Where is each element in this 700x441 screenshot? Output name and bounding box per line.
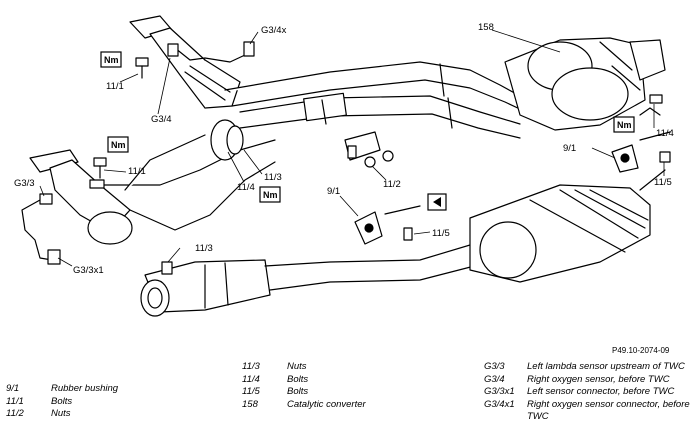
- legend-desc: Right oxygen sensor connector, before TW…: [527, 398, 690, 423]
- legend-desc: Bolts: [287, 386, 309, 397]
- legend-desc: Left lambda sensor upstream of TWC: [527, 361, 685, 372]
- legend-row: 9/1 Rubber bushing: [6, 383, 118, 396]
- legend-row: G3/3 Left lambda sensor upstream of TWC: [484, 361, 692, 374]
- callout-11-4-mid: 11/4: [237, 182, 255, 193]
- svg-text:Nm: Nm: [617, 120, 632, 130]
- rear-silencer: [469, 169, 666, 283]
- legend-row: G3/3x1 Left sensor connector, before TWC: [484, 386, 692, 399]
- legend-code: 9/1: [6, 383, 20, 394]
- legend-desc: Bolts: [287, 373, 309, 385]
- callout-g3-4x: G3/4x: [261, 25, 287, 36]
- legend-desc: Left sensor connector, before TWC: [527, 386, 675, 397]
- callout-11-1-top: 11/1: [106, 81, 124, 92]
- torque-boxes: Nm Nm Nm Nm: [100, 51, 635, 203]
- torque-box: Nm: [107, 136, 129, 153]
- callout-11-1-left: 11/1: [128, 166, 146, 177]
- legend-desc: Bolts: [51, 395, 73, 407]
- callout-11-3-mid: 11/3: [264, 172, 282, 183]
- legend-desc: Right oxygen sensor, before TWC: [527, 373, 670, 385]
- svg-text:Nm: Nm: [263, 190, 278, 200]
- callout-g3-3: G3/3: [14, 178, 35, 189]
- legend-row: 11/1 Bolts: [6, 396, 118, 409]
- legend-row: 11/3 Nuts: [242, 361, 366, 374]
- callout-9-1-mid: 9/1: [327, 186, 340, 197]
- upper-intermediate-pipes: [224, 61, 523, 139]
- legend-code: G3/4x1: [484, 398, 515, 410]
- exhaust-system-diagram: Nm Nm Nm Nm G3/4x 158 11/1 G3/4 11/4 9/1…: [14, 15, 674, 317]
- leader-lines: [39, 29, 665, 267]
- torque-box: Nm: [259, 186, 281, 203]
- callout-11-3-low: 11/3: [195, 243, 213, 254]
- figure-reference: P49.10-2074-09: [612, 346, 670, 355]
- legend-code: 158: [242, 398, 258, 410]
- legend-code: 11/4: [242, 373, 260, 385]
- callout-11-5-mid: 11/5: [432, 228, 450, 239]
- legend-column-3: G3/3 Left lambda sensor upstream of TWC …: [484, 361, 692, 424]
- legend-code: G3/3: [484, 361, 505, 372]
- callout-labels: G3/4x 158 11/1 G3/4 11/4 9/1 11/5 11/1 G…: [14, 22, 674, 276]
- callout-g3-3x1: G3/3x1: [73, 265, 104, 276]
- torque-box: Nm: [613, 116, 635, 133]
- callout-11-5-right: 11/5: [654, 177, 672, 188]
- legend-desc: Rubber bushing: [51, 383, 119, 394]
- torque-box: Nm: [100, 51, 122, 68]
- callout-g3-4: G3/4: [151, 114, 172, 125]
- left-exhaust-manifold: [29, 119, 276, 245]
- bolts: [89, 57, 671, 275]
- legend-row: 11/4 Bolts: [242, 374, 366, 387]
- mounting-hardware: [344, 107, 671, 245]
- svg-text:Nm: Nm: [111, 140, 126, 150]
- legend-row: 158 Catalytic converter: [242, 399, 366, 412]
- legend-code: 11/2: [6, 408, 24, 419]
- legend-desc: Nuts: [287, 361, 307, 372]
- callout-9-1-right: 9/1: [563, 143, 576, 154]
- legend-column-1: 9/1 Rubber bushing 11/1 Bolts 11/2 Nuts: [6, 383, 118, 421]
- legend-row: G3/4x1 Right oxygen sensor connector, be…: [484, 399, 692, 424]
- front-muffler: [140, 241, 491, 317]
- callout-158: 158: [478, 22, 494, 33]
- legend-code: G3/4: [484, 373, 505, 385]
- legend-desc: Nuts: [51, 408, 71, 419]
- legend-desc: Catalytic converter: [287, 398, 366, 410]
- callout-11-2: 11/2: [383, 179, 401, 190]
- legend-code: G3/3x1: [484, 386, 515, 397]
- oxygen-sensors: [21, 41, 255, 265]
- legend-row: G3/4 Right oxygen sensor, before TWC: [484, 374, 692, 387]
- legend-code: 11/3: [242, 361, 260, 372]
- legend-code: 11/5: [242, 386, 260, 397]
- info-symbol-icon: [427, 193, 447, 211]
- svg-text:Nm: Nm: [104, 55, 119, 65]
- callout-11-4-right: 11/4: [656, 128, 674, 139]
- legend-column-2: 11/3 Nuts 11/4 Bolts 11/5 Bolts 158 Cata…: [242, 361, 366, 411]
- legend-code: 11/1: [6, 395, 24, 407]
- legend-row: 11/5 Bolts: [242, 386, 366, 399]
- catalytic-converter-158: [504, 37, 666, 131]
- legend-row: 11/2 Nuts: [6, 408, 118, 421]
